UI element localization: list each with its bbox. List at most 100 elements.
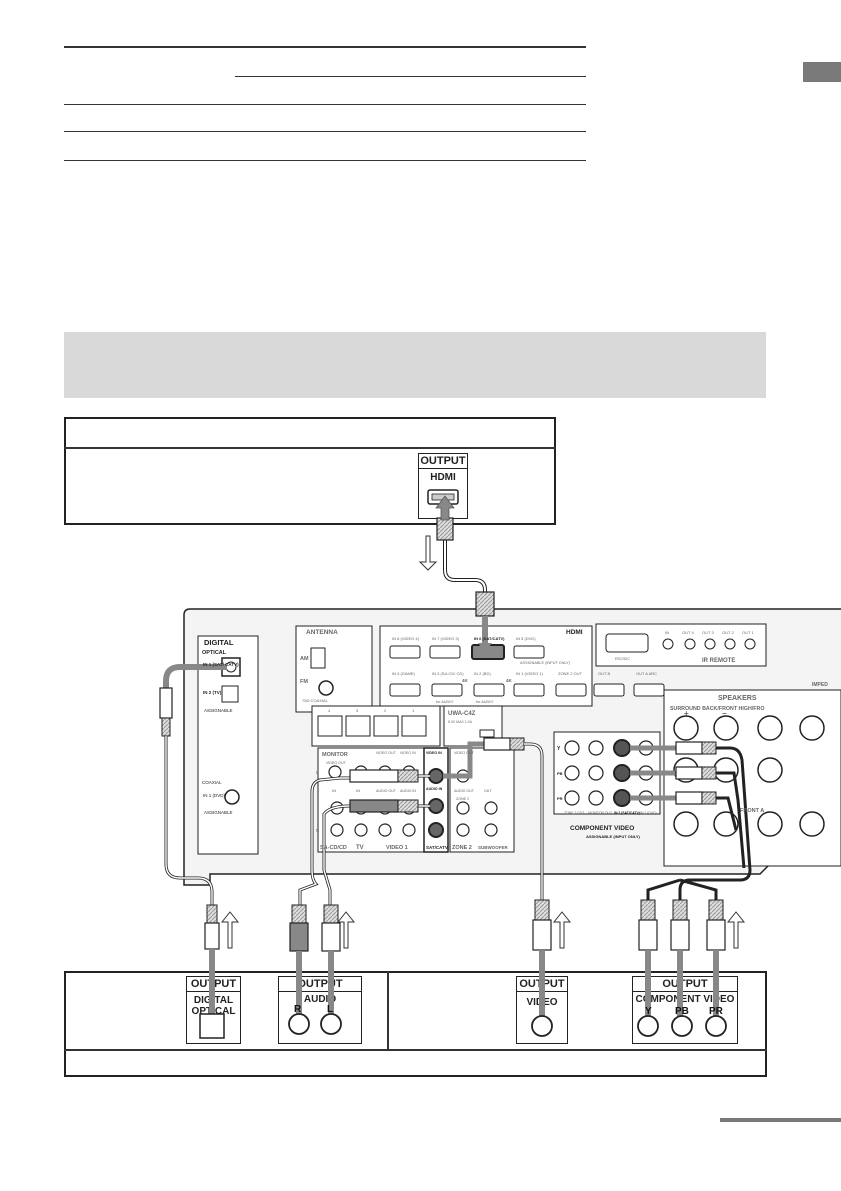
antenna-label: ANTENNA <box>306 629 338 636</box>
in-label-2: IN <box>356 788 360 793</box>
optical-label: OPTICAL <box>202 650 227 656</box>
bottom-jack-labels: R L Y PB PR <box>294 1004 724 1017</box>
coaxial-in1-label: IN 1 (DVD) <box>203 793 226 798</box>
uwa-label: UWA-C4Z <box>448 711 476 717</box>
lan-jacks <box>317 715 427 737</box>
ir-in-label: IN <box>665 630 669 635</box>
hdmi-in3-label: IN 3 (SA-CD/ CD) <box>432 671 464 676</box>
digital-optical-jack <box>199 1013 225 1039</box>
top-device-box <box>64 417 556 525</box>
audio-in-satcatv-label: AUDIO IN <box>426 787 443 791</box>
optical-in1-label: IN 1 (SAT/ CATV) <box>203 662 239 667</box>
audio-rca-cable <box>289 769 430 1020</box>
sacd-label: SA-CD/CD <box>320 845 347 851</box>
table-row-rule <box>64 104 586 105</box>
optical-in2-jack <box>221 685 239 703</box>
table-top-rule <box>64 46 586 48</box>
satcatv-label: SAT/CATV <box>426 845 448 850</box>
tv-label: TV <box>356 845 364 851</box>
coaxial-in1-jack <box>224 789 240 805</box>
comp-zone2-label: ZONE 2 OUT <box>564 811 584 815</box>
badge-4k-2: 4K <box>506 678 513 683</box>
comp-y-bottom-label: Y <box>645 1006 652 1017</box>
hdmi-in4-label: IN 4 (GAME) <box>392 671 416 676</box>
component-video-label: COMPONENT VIDEO <box>570 825 634 832</box>
section-heading-band <box>64 332 766 398</box>
fm-sub-label: 75Ω COAXIAL <box>302 698 329 703</box>
hdmi-cable <box>436 503 495 652</box>
front-a-label: FRONT A <box>740 808 764 814</box>
hdmi-in6-label: IN 6 (SAT/CATV) <box>474 636 505 641</box>
comp-pb-bottom-label: PB <box>675 1006 689 1017</box>
lan-label-1: 1 <box>412 708 415 713</box>
hdmi-in7-label: IN 7 (VIDEO 3) <box>432 636 460 641</box>
am-terminal <box>310 647 326 669</box>
comp-y-label: Y <box>557 746 561 752</box>
ir-out2-label: OUT 2 <box>722 630 734 635</box>
lan-label-3: 3 <box>356 708 359 713</box>
assignable-input-label: ASSIGNABLE (INPUT ONLY) <box>520 661 571 665</box>
for-audio-label-2: for AUDIO <box>476 700 493 704</box>
rs232c-port <box>605 633 649 653</box>
out-sub-label: OUT <box>484 789 492 793</box>
bottom-device-box <box>64 971 767 1077</box>
assignable-label-1: ASSIGNABLE <box>204 708 233 713</box>
ir-remote-jacks <box>662 638 756 650</box>
hdmi-in1-label: IN 1 (VIDEO 1) <box>516 671 544 676</box>
table-bottom-rule <box>64 160 586 161</box>
hdmi-in8-label: IN 8 (VIDEO 4) <box>392 636 420 641</box>
subwoofer-label: SUBWOOFER <box>478 845 508 850</box>
video1-in-label: VIDEO IN <box>400 751 416 755</box>
video1-out-label: VIDEO OUT <box>376 751 397 755</box>
ir-out4-label: OUT 4 <box>682 630 694 635</box>
hdmi-in2-label: IN 2 (BD) <box>474 671 491 676</box>
comp-in1-label: IN 1 (DVD) <box>640 811 657 815</box>
usb-port <box>479 729 495 738</box>
comp-pr-label: PR <box>557 796 563 801</box>
video-output-jack <box>531 1015 553 1037</box>
comp-in2-label: IN 2 (SAT/CATV) <box>614 811 640 815</box>
top-device-box-divider <box>64 447 556 449</box>
fm-terminal <box>318 680 334 696</box>
audio-output-label: AUDIO <box>303 994 337 1005</box>
assignable-label-2: ASSIGNABLE <box>204 810 233 815</box>
video1-label: VIDEO 1 <box>386 845 408 851</box>
hdmi-output-label: HDMI <box>430 472 456 483</box>
audio-out-zone2-label: AUDIO OUT <box>454 789 475 793</box>
surround-back-label: SURROUND BACK/FRONT HIGH/FRO <box>670 706 764 712</box>
audio-out-label: AUDIO OUT <box>376 789 397 793</box>
digital-header: DIGITAL <box>204 638 234 647</box>
receiver-l-label: L <box>316 770 319 775</box>
plus-label: + <box>684 709 689 718</box>
uwa-sub-label: 5.0V MAX 1.0A <box>448 720 473 724</box>
table-row-rule <box>64 131 586 132</box>
minus-label: − <box>722 709 727 718</box>
zone2-label: ZONE 2 <box>452 845 472 851</box>
zone2-out-label: ZONE 2 OUT <box>558 671 583 676</box>
component-y-jack <box>637 1015 659 1037</box>
component-video-cable <box>630 741 752 1020</box>
for-audio-label-1: for AUDIO <box>436 700 453 704</box>
component-video-output-title: OUTPUT <box>633 977 737 992</box>
comp-pb-label: PB <box>557 771 563 776</box>
audio-l-jack <box>320 1013 342 1035</box>
imped-label: IMPED <box>812 682 828 688</box>
audio-in-label: AUDIO IN <box>400 789 416 793</box>
audio-l-label: L <box>327 1004 333 1015</box>
zone2-sub-label: ZONE 2 <box>456 797 469 801</box>
video-in-satcatv-label: VIDEO IN <box>426 751 442 755</box>
component-pr-jack <box>705 1015 727 1037</box>
comp-monitor-label: MONITOR OUT <box>588 811 612 815</box>
component-video-output-label: COMPONENT VIDEO <box>635 994 735 1005</box>
bottom-device-box-divider <box>387 971 389 1049</box>
assignable-input-only-label: ASSIGNABLE (INPUT ONLY) <box>586 834 641 839</box>
out-b-label: OUT B <box>598 671 610 676</box>
optical-in2-label: IN 2 (TV) <box>203 690 222 695</box>
monitor-label: MONITOR <box>322 752 348 758</box>
signal-flow-arrows <box>220 911 746 949</box>
rs232c-label: RS232C <box>615 656 630 661</box>
comp-pr-bottom-label: PR <box>709 1006 724 1017</box>
coaxial-label: COAXIAL <box>202 780 222 785</box>
receiver-labels: DIGITAL OPTICAL IN 1 (SAT/ CATV) IN 2 (T… <box>202 629 828 851</box>
